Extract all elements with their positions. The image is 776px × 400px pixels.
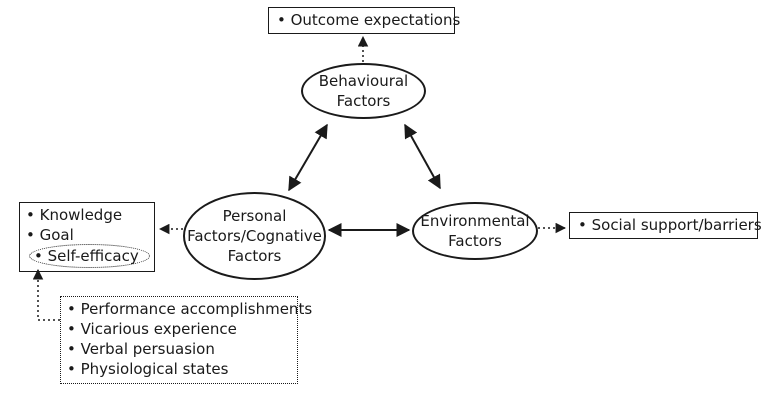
self-efficacy-ellipse: • Self-efficacy <box>29 244 150 268</box>
personal-attributes-box: • Knowledge • Goal <box>19 202 155 272</box>
knowledge-label: • Knowledge <box>26 206 123 224</box>
source-vicarious: • Vicarious experience <box>67 320 237 338</box>
behavioural-environmental-arrow <box>404 123 441 190</box>
self-efficacy-label: • Self-efficacy <box>34 247 139 265</box>
behavioural-line-2: Factors <box>336 92 391 110</box>
efficacy-sources-box: • Performance accomplishments • Vicariou… <box>60 296 313 384</box>
environmental-factors-node: Environmental Factors <box>412 202 538 260</box>
personal-factors-node: Personal Factors/Cognative Factors <box>183 192 326 280</box>
behavioural-personal-arrow <box>288 123 328 192</box>
goal-label: • Goal <box>26 226 74 244</box>
sources-to-self-efficacy-arrow <box>32 268 60 321</box>
social-support-box: • Social support/barriers <box>569 212 762 239</box>
behavioural-factors-node: Behavioural Factors <box>301 63 426 119</box>
source-performance: • Performance accomplishments <box>67 300 313 318</box>
personal-line-3: Factors <box>227 247 282 265</box>
environmental-line-2: Factors <box>448 232 502 250</box>
personal-line-2: Factors/Cognative <box>187 227 322 245</box>
behavioural-line-1: Behavioural <box>318 72 409 90</box>
environmental-line-1: Environmental <box>420 212 530 230</box>
source-physiological: • Physiological states <box>67 360 229 378</box>
social-support-label: • Social support/barriers <box>578 216 762 234</box>
personal-line-1: Personal <box>222 207 287 225</box>
outcome-expectations-label: • Outcome expectations <box>277 11 461 29</box>
source-verbal: • Verbal persuasion <box>67 340 215 358</box>
outcome-expectations-box: • Outcome expectations <box>268 7 461 34</box>
